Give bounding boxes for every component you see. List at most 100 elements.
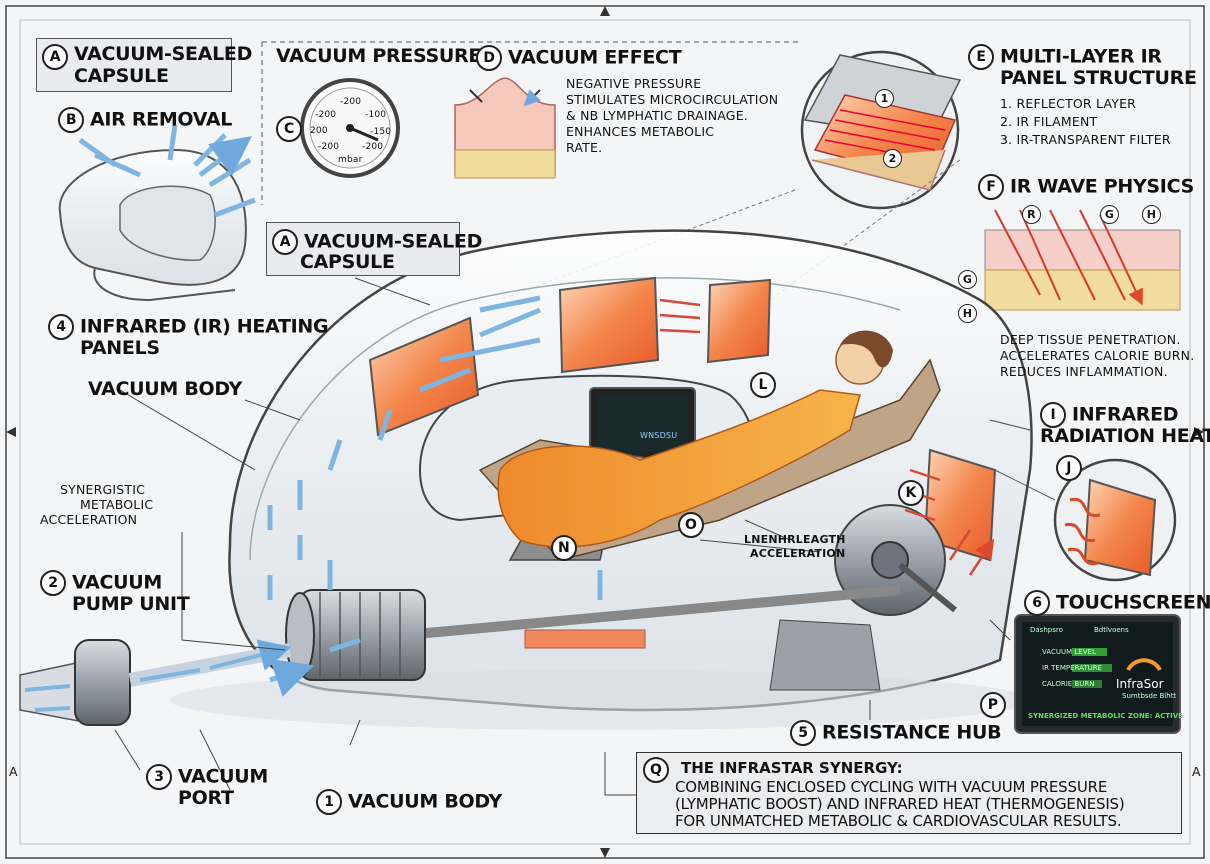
radiation-inset: [994, 458, 1177, 582]
marker-i: I: [1040, 402, 1066, 428]
synergy-line-3: FOR UNMATCHED METABOLIC & CARDIOVASCULAR…: [675, 812, 1122, 830]
label-a-mid-box: [266, 222, 460, 276]
port-line-1: VACUUM: [178, 765, 269, 788]
marker-1: 1: [316, 789, 342, 815]
pump-line-1: VACUUM: [72, 571, 163, 594]
a-mid-line-1: VACUUM-SEALED: [304, 230, 483, 253]
label-c: C: [276, 116, 308, 142]
synergy-line-2: (LYMPHATIC BOOST) AND INFRARED HEAT (THE…: [675, 795, 1125, 813]
ts-row-ir: IR TEMPERATURE: [1042, 664, 1103, 672]
gauge-tick-1: -200: [340, 97, 362, 107]
marker-6: 6: [1024, 590, 1050, 616]
gauge-tick-7: -200: [362, 142, 384, 152]
air-removal-text: AIR REMOVAL: [90, 108, 233, 131]
label-vacuum-body-left: VACUUM BODY: [88, 378, 242, 400]
inset-marker-1: 1: [875, 89, 894, 108]
label-pump-unit-2: PUMP UNIT: [72, 593, 190, 615]
marker-a: A: [42, 44, 68, 70]
ts-brand-sub: Sumtbsde Blhtt: [1122, 692, 1177, 700]
gauge-tick-6: -200: [318, 142, 340, 152]
vacuum-effect-line-1: NEGATIVE PRESSURE: [566, 76, 702, 91]
synergistic-line-3: ACCELERATION: [40, 512, 138, 527]
inset-marker-2: 2: [883, 149, 902, 168]
resistance-hub-text: RESISTANCE HUB: [822, 721, 1002, 744]
label-a-mid: A VACUUM-SEALED: [272, 229, 482, 255]
physics-g2-circle: G: [958, 270, 977, 289]
physics-line-1: DEEP TISSUE PENETRATION.: [1000, 332, 1181, 347]
physics-line-2: ACCELERATES CALORIE BURN.: [1000, 348, 1195, 363]
marker-o-wrap: O: [678, 512, 710, 538]
physics-h-circle: H: [1142, 205, 1161, 224]
marker-j-wrap: J: [1056, 455, 1088, 481]
marker-n: N: [551, 535, 577, 561]
marker-n-wrap: N: [551, 535, 583, 561]
ts-header-mid: Bdtlvoens: [1094, 626, 1129, 634]
vacuum-effect-line-4: ENHANCES METABOLIC: [566, 124, 715, 139]
ir-layer-2: 2. IR FILAMENT: [1000, 114, 1098, 129]
vacuum-effect-line-2: STIMULATES MICROCIRCULATION: [566, 92, 779, 107]
frame-inner: [19, 19, 1191, 845]
marker-p-wrap: P: [980, 692, 1012, 718]
ir-layer-1: 1. REFLECTOR LAYER: [1000, 96, 1137, 111]
vacuum-effect-line-5: RATE.: [566, 140, 603, 155]
lnn-line-2: ACCELERATION: [750, 547, 846, 560]
pressure-gauge: [300, 78, 400, 178]
label-vacuum-body-bottom: 1 VACUUM BODY: [316, 789, 502, 815]
physics-h2-circle: H: [958, 304, 977, 323]
marker-3: 3: [146, 764, 172, 790]
label-a-top-box: [36, 38, 232, 92]
physics-r-circle: R: [1022, 205, 1041, 224]
marker-k-wrap: K: [898, 480, 930, 506]
marker-l-wrap: L: [750, 372, 782, 398]
marker-k: K: [898, 480, 924, 506]
ir-layers-inset: [499, 50, 962, 301]
ts-brand: InfraSor: [1116, 677, 1164, 691]
ts-row-vacuum: VACUUM LEVEL: [1042, 648, 1096, 656]
main-capsule: [19, 229, 1033, 730]
marker-a-mid: A: [272, 229, 298, 255]
vacuum-body-bottom-text: VACUUM BODY: [348, 790, 502, 813]
label-radiation-heat-2: RADIATION HEAT: [1040, 425, 1210, 447]
air-removal-sketch: [58, 125, 255, 302]
label-a-mid-2: CAPSULE: [300, 251, 395, 273]
lnn-line-1: LNENHRLEAGTH: [744, 533, 846, 546]
synergy-line-1: COMBINING ENCLOSED CYCLING WITH VACUUM P…: [675, 778, 1108, 796]
vacuum-effect-sketch: [454, 77, 556, 179]
marker-5: 5: [790, 720, 816, 746]
physics-marker-h1: H: [1142, 205, 1161, 224]
physics-g-circle: G: [1100, 205, 1119, 224]
marker-f: F: [978, 174, 1004, 200]
physics-marker-g1: G: [1100, 205, 1119, 224]
gauge-tick-5: 200: [310, 126, 328, 136]
ir-layer-3: 3. IR-TRANSPARENT FILTER: [1000, 132, 1171, 147]
radiation-line-1: INFRARED: [1072, 403, 1179, 426]
vacuum-effect-line-3: & NB LYMPHATIC DRAINAGE.: [566, 108, 748, 123]
label-pump-unit: 2 VACUUM: [40, 570, 162, 596]
label-ir-structure-2: PANEL STRUCTURE: [1000, 67, 1197, 89]
marker-d: D: [476, 45, 502, 71]
ts-header-left: Dashpsro: [1030, 626, 1063, 634]
marker-l: L: [750, 372, 776, 398]
ts-row-calorie: CALORIE BURN: [1042, 680, 1095, 688]
edge-mark-right: A: [1192, 764, 1201, 779]
marker-j: J: [1056, 455, 1082, 481]
marker-2: 2: [40, 570, 66, 596]
marker-b: B: [58, 107, 84, 133]
label-vacuum-port-2: PORT: [178, 787, 234, 809]
label-air-removal: B AIR REMOVAL: [58, 107, 232, 133]
synergistic-line-2: METABOLIC: [80, 497, 154, 512]
physics-line-3: REDUCES INFLAMMATION.: [1000, 364, 1168, 379]
edge-mark-left: A: [9, 764, 18, 779]
gauge-tick-3: -200: [315, 110, 337, 120]
label-vacuum-port: 3 VACUUM: [146, 764, 268, 790]
physics-marker-g2: G: [958, 270, 977, 289]
marker-c: C: [276, 116, 302, 142]
